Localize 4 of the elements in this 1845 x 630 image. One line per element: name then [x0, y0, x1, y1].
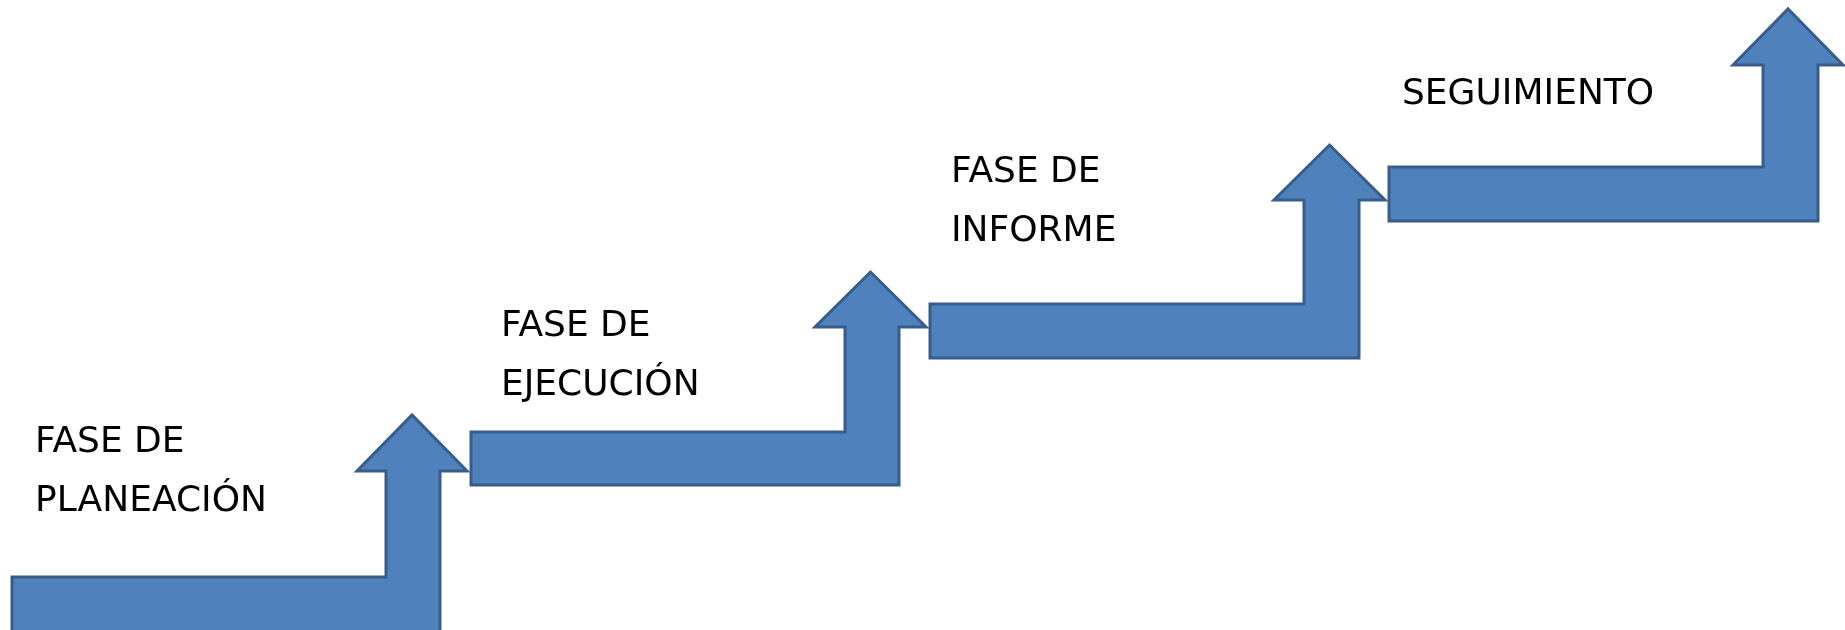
phase-label: FASE DE PLANEACIÓN	[35, 418, 268, 521]
phase-label: FASE DE EJECUCIÓN	[501, 302, 701, 405]
phase-label: SEGUIMIENTO	[1402, 70, 1656, 114]
phase-label: FASE DE INFORME	[951, 148, 1118, 251]
